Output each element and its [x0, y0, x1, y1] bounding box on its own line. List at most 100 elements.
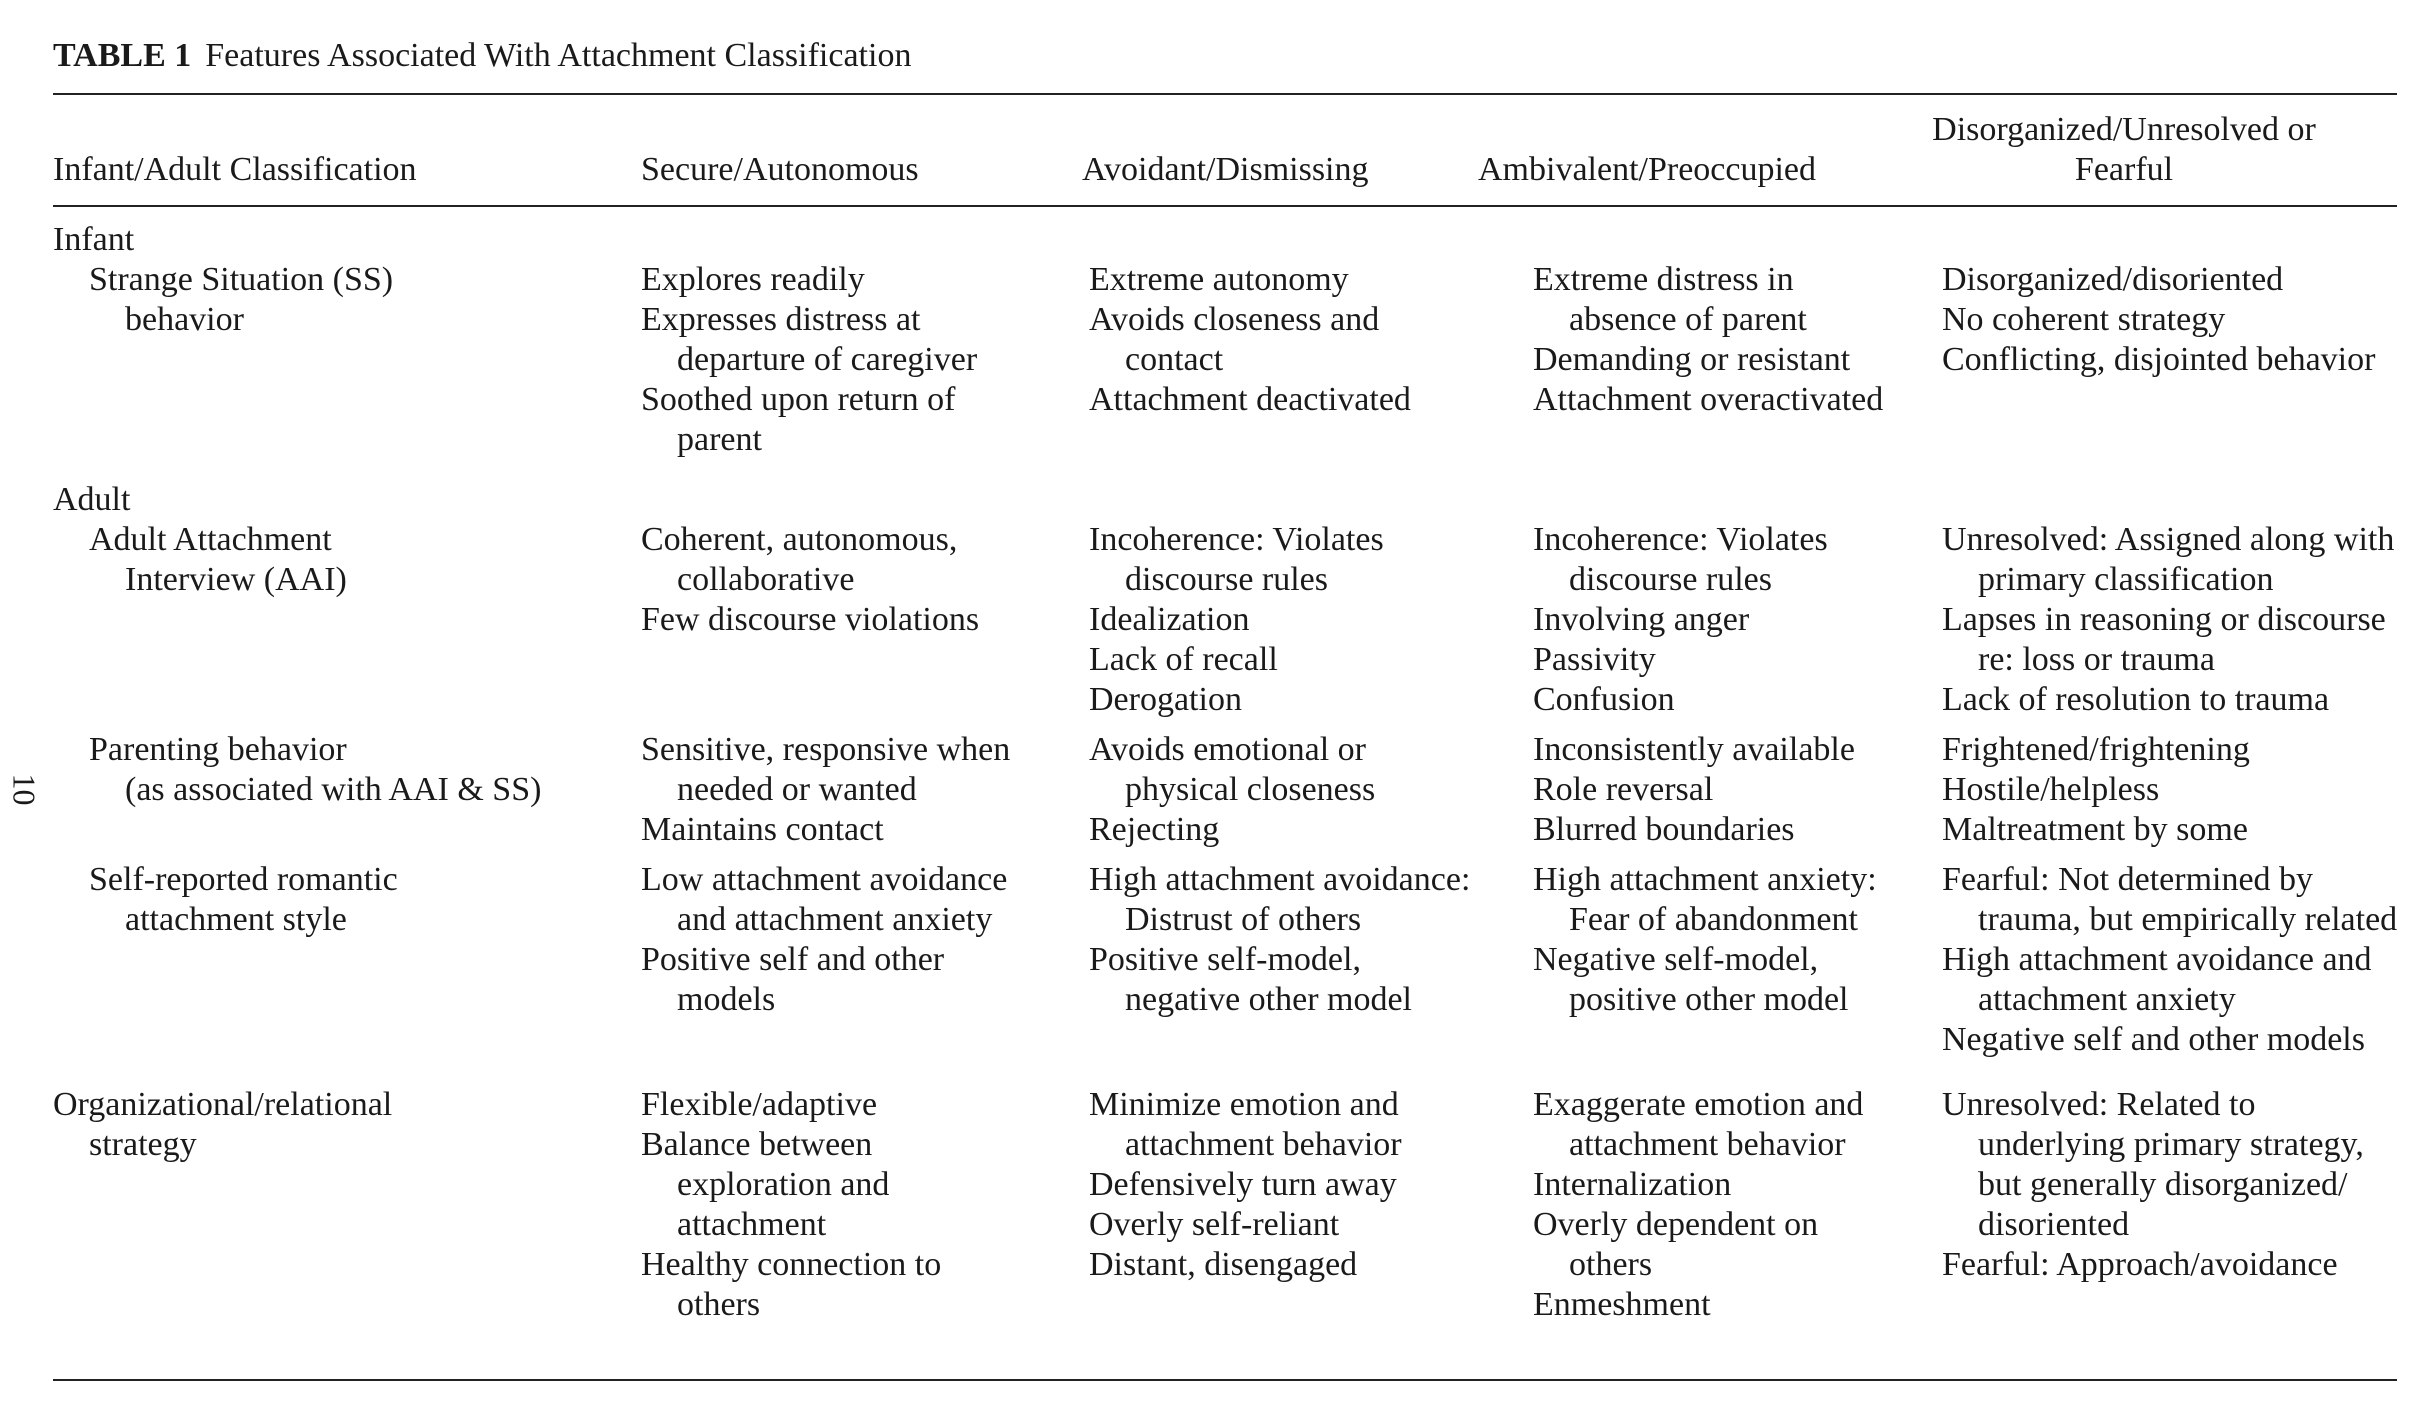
cell-line: others — [1569, 1246, 1653, 1283]
cell-line: Confusion — [1533, 681, 1675, 718]
cell-line: High attachment avoidance: — [1089, 861, 1471, 898]
cell-line: Lapses in reasoning or discourse — [1942, 601, 2386, 638]
cell-line: collaborative — [677, 561, 855, 598]
cell-line: trauma, but empirically related — [1978, 901, 2398, 938]
cell-line: parent — [677, 421, 762, 458]
section-infant: Infant — [53, 221, 135, 258]
cell-line: Lack of recall — [1089, 641, 1278, 678]
cell-line: contact — [1125, 341, 1224, 378]
cell-line: Incoherence: Violates — [1533, 521, 1828, 558]
cell-line: attachment behavior — [1569, 1126, 1846, 1163]
cell-line: Positive self-model, — [1089, 941, 1361, 978]
row-label: Strange Situation (SS)behavior — [89, 260, 393, 340]
cell-line: Few discourse violations — [641, 601, 980, 638]
bottom-rule — [53, 1379, 2397, 1381]
cell-line: discourse rules — [1125, 561, 1329, 598]
cell-line: Explores readily — [641, 261, 865, 298]
cell-line: Attachment deactivated — [1089, 381, 1411, 418]
section-adult: Adult — [53, 481, 131, 518]
row-label-line: (as associated with AAI & SS) — [125, 771, 542, 808]
cell-line: discourse rules — [1569, 561, 1773, 598]
cell-line: Frightened/frightening — [1942, 731, 2250, 768]
table-label: TABLE 1 — [53, 37, 192, 74]
cell-line: positive other model — [1569, 981, 1849, 1018]
cell-line: Expresses distress at — [641, 301, 921, 338]
cell-line: Passivity — [1533, 641, 1656, 678]
cell-line: Hostile/helpless — [1942, 771, 2160, 808]
cell-line: Internalization — [1533, 1166, 1732, 1203]
cell-line: Healthy connection to — [641, 1246, 942, 1283]
cell-line: physical closeness — [1125, 771, 1376, 808]
cell-line: Distrust of others — [1125, 901, 1362, 938]
cell-line: Blurred boundaries — [1533, 811, 1795, 848]
row-label-line: Interview (AAI) — [125, 561, 347, 598]
cell-line: Coherent, autonomous, — [641, 521, 958, 558]
cell-line: Flexible/adaptive — [641, 1086, 878, 1123]
cell-line: Low attachment avoidance — [641, 861, 1008, 898]
cell-line: Maintains contact — [641, 811, 884, 848]
cell-line: Fear of abandonment — [1569, 901, 1858, 938]
row-label-line: Adult Attachment — [89, 521, 332, 558]
cell-line: Involving anger — [1533, 601, 1750, 638]
cell-line: Role reversal — [1533, 771, 1714, 808]
cell-line: attachment anxiety — [1978, 981, 2236, 1018]
cell-line: and attachment anxiety — [677, 901, 993, 938]
cell-line: absence of parent — [1569, 301, 1807, 338]
cell-line: Minimize emotion and — [1089, 1086, 1399, 1123]
cell-line: Extreme distress in — [1533, 261, 1794, 298]
header-row-label: Infant/Adult Classification — [53, 151, 417, 188]
cell-line: Positive self and other — [641, 941, 945, 978]
cell-line: attachment — [677, 1206, 827, 1243]
cell-line: Unresolved: Related to — [1942, 1086, 2256, 1123]
cell-line: Avoids emotional or — [1089, 731, 1366, 768]
row-label-line: attachment style — [125, 901, 347, 938]
cell-line: Overly self-reliant — [1089, 1206, 1340, 1243]
table-title: Features Associated With Attachment Clas… — [205, 37, 912, 74]
cell-line: Defensively turn away — [1089, 1166, 1397, 1203]
cell-line: No coherent strategy — [1942, 301, 2226, 338]
cell-line: Lack of resolution to trauma — [1942, 681, 2330, 718]
cell-line: needed or wanted — [677, 771, 917, 808]
cell-line: Attachment overactivated — [1533, 381, 1884, 418]
cell-line: Idealization — [1089, 601, 1250, 638]
cell-line: Balance between — [641, 1126, 873, 1163]
cell-line: Conflicting, disjointed behavior — [1942, 341, 2376, 378]
cell-line: Unresolved: Assigned along with — [1942, 521, 2395, 558]
cell-line: Disorganized/disoriented — [1942, 261, 2284, 298]
top-rule — [53, 93, 2397, 95]
cell-line: Enmeshment — [1533, 1286, 1711, 1323]
cell-line: attachment behavior — [1125, 1126, 1402, 1163]
row-label-line: strategy — [89, 1126, 197, 1163]
cell-line: Sensitive, responsive when — [641, 731, 1011, 768]
cell-line: but generally disorganized/ — [1978, 1166, 2348, 1203]
header-ambivalent: Ambivalent/Preoccupied — [1478, 151, 1817, 188]
cell-line: Fearful: Not determined by — [1942, 861, 2314, 898]
cell-line: High attachment avoidance and — [1942, 941, 2372, 978]
cell-line: models — [677, 981, 776, 1018]
cell-ambivalent: High attachment anxiety:Fear of abandonm… — [1533, 860, 1877, 1020]
cell-line: Distant, disengaged — [1089, 1246, 1358, 1283]
cell-line: others — [677, 1286, 761, 1323]
cell-line: Incoherence: Violates — [1089, 521, 1384, 558]
cell-line: Fearful: Approach/avoidance — [1942, 1246, 2338, 1283]
cell-line: primary classification — [1978, 561, 2274, 598]
cell-line: underlying primary strategy, — [1978, 1126, 2364, 1163]
